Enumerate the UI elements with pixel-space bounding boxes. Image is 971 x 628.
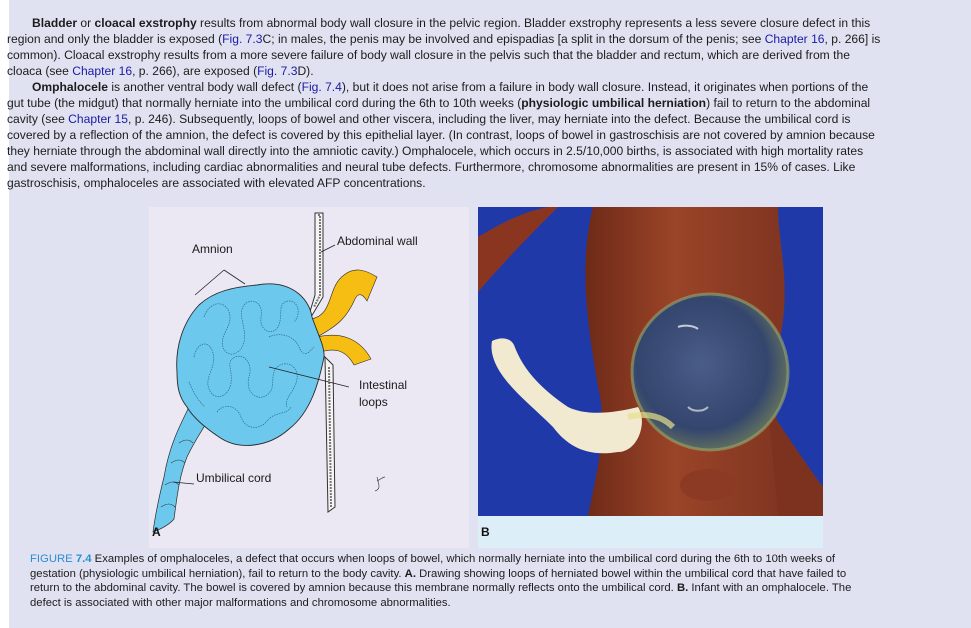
text-run: gastroschisis, omphaloceles are associat… (7, 176, 426, 190)
caption-line: FIGURE 7.4 Examples of omphaloceles, a d… (30, 552, 920, 567)
text-run: and severe malformations, including card… (7, 160, 856, 174)
paragraph-omphalocele: Omphalocele is another ventral body wall… (7, 79, 971, 191)
text-line: common). Cloacal exstrophy results from … (7, 47, 971, 63)
paragraph-exstrophy: Bladder or cloacal exstrophy results fro… (7, 15, 971, 79)
label-umbilical-cord: Umbilical cord (196, 471, 272, 485)
text-run: return to the abdominal cavity. The bowe… (30, 582, 677, 594)
caption-text: FIGURE 7.4 Examples of omphaloceles, a d… (30, 552, 920, 610)
figure-label: FIGURE (30, 553, 73, 565)
text-run: defect is associated with other major ma… (30, 596, 451, 609)
bold-term: Bladder (32, 16, 78, 30)
text-run: or (77, 16, 95, 30)
panel-b-letter: B (481, 525, 490, 539)
caption-line: defect is associated with other major ma… (30, 596, 920, 611)
cross-reference-link[interactable]: Chapter 15 (68, 112, 129, 126)
cross-reference-link[interactable]: Fig. 7.3 (222, 32, 263, 46)
text-line: region and only the bladder is exposed (… (7, 31, 971, 47)
text-run: cloaca (see (7, 64, 73, 78)
bold-term: Omphalocele (32, 80, 108, 94)
label-intestinal-loops-line2: loops (359, 395, 388, 409)
text-line: gut tube (the midgut) that normally hern… (7, 95, 971, 111)
bold-term: cloacal exstrophy (94, 16, 197, 30)
text-run: D). (297, 64, 314, 78)
text-run: they herniate through the abdominal wall… (7, 144, 864, 158)
text-run: region and only the bladder is exposed ( (7, 32, 223, 46)
body-text: Bladder or cloacal exstrophy results fro… (7, 15, 971, 191)
text-run: gestation (physiologic umbilical herniat… (30, 567, 405, 580)
text-line: Omphalocele is another ventral body wall… (7, 79, 971, 95)
text-run: covered by a reflection of the amnion, t… (7, 128, 875, 142)
text-run: C; in males, the penis may be involved a… (262, 32, 765, 46)
text-run: , p. 246). Subsequently, loops of bowel … (128, 112, 851, 126)
text-run: Drawing showing loops of herniated bowel… (415, 567, 847, 580)
figure-7-4: Amnion Abdominal wall Intestinal loops U… (149, 207, 823, 548)
cross-reference-link[interactable]: Fig. 7.3 (257, 64, 298, 78)
text-run: results from abnormal body wall closure … (196, 16, 871, 30)
omphalocele-infant-photo (478, 207, 823, 516)
label-abdominal-wall: Abdominal wall (337, 234, 418, 248)
text-line: they herniate through the abdominal wall… (7, 143, 971, 159)
bold-term: physiologic umbilical herniation (521, 96, 707, 110)
text-line: gastroschisis, omphaloceles are associat… (7, 175, 971, 191)
text-run: , p. 266] is (824, 32, 881, 46)
text-line: cloaca (see Chapter 16, p. 266), are exp… (7, 63, 971, 79)
text-run: Examples of omphaloceles, a defect that … (91, 553, 836, 565)
text-run: is another ventral body wall defect ( (107, 80, 302, 94)
cross-reference-link[interactable]: Fig. 7.4 (301, 80, 342, 94)
cross-reference-link[interactable]: Chapter 16 (764, 32, 825, 46)
text-run: ), but it does not arise from a failure … (341, 80, 869, 94)
text-run: common). Cloacal exstrophy results from … (7, 48, 850, 62)
figure-caption: FIGURE 7.4 Examples of omphaloceles, a d… (30, 552, 920, 610)
caption-line: return to the abdominal cavity. The bowe… (30, 581, 920, 596)
caption-line: gestation (physiologic umbilical herniat… (30, 567, 920, 582)
text-line: cavity (see Chapter 15, p. 246). Subsequ… (7, 111, 971, 127)
text-run: gut tube (the midgut) that normally hern… (7, 96, 522, 110)
text-run: Infant with an omphalocele. The (688, 582, 852, 594)
panel-a-letter: A (152, 525, 161, 539)
text-run: ) fail to return to the abdominal (706, 96, 871, 110)
text-line: and severe malformations, including card… (7, 159, 971, 175)
bold-term: A. (404, 567, 416, 580)
text-run: cavity (see (7, 112, 69, 126)
cross-reference-link[interactable]: Chapter 16 (72, 64, 133, 78)
figure-panel-b-photo: B (478, 207, 823, 548)
text-run: , p. 266), are exposed ( (132, 64, 258, 78)
text-line: Bladder or cloacal exstrophy results fro… (7, 15, 971, 31)
bold-term: B. (676, 582, 689, 594)
omphalocele-diagram (152, 212, 386, 533)
text-line: covered by a reflection of the amnion, t… (7, 127, 971, 143)
figure-number: 7.4 (75, 553, 92, 565)
figure-panel-a-drawing: Amnion Abdominal wall Intestinal loops U… (149, 207, 469, 548)
label-amnion: Amnion (192, 242, 233, 256)
label-intestinal-loops-line1: Intestinal (359, 378, 408, 392)
